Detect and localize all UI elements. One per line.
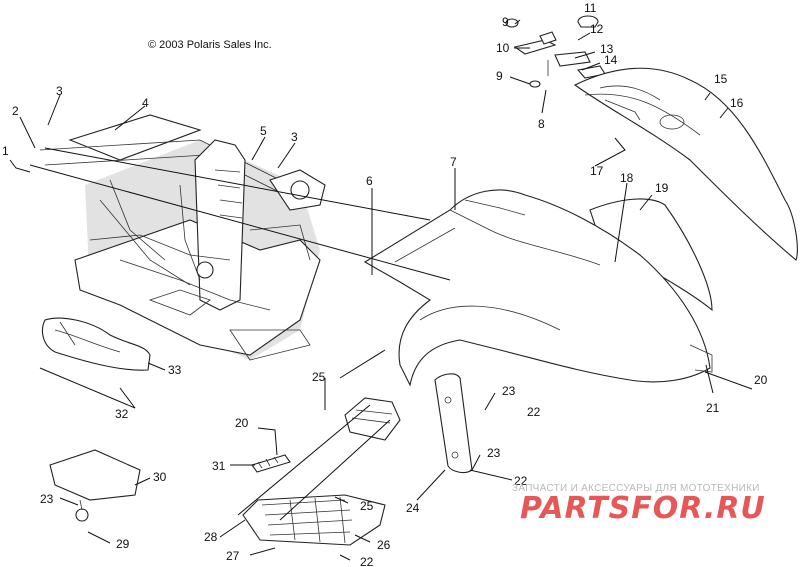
callout-8: 8 xyxy=(538,117,545,131)
callout-22: 22 xyxy=(514,474,528,488)
callout-22: 22 xyxy=(360,555,374,567)
callout-12: 12 xyxy=(590,22,604,36)
callout-21: 21 xyxy=(706,401,720,415)
callout-25: 25 xyxy=(360,499,374,513)
callout-10: 10 xyxy=(496,41,510,55)
footrest-bracket xyxy=(344,397,401,441)
strip-part xyxy=(251,454,291,473)
splash-guard xyxy=(434,373,473,474)
callout-33: 33 xyxy=(168,363,182,377)
callout-2: 2 xyxy=(12,104,19,118)
rack-hardware xyxy=(505,15,606,88)
callout-20: 20 xyxy=(235,416,249,430)
copyright-text: © 2003 Polaris Sales Inc. xyxy=(148,39,272,51)
front-fender xyxy=(573,67,798,261)
watermark-tagline: ЗАПЧАСТИ И АКСЕССУАРЫ ДЛЯ МОТОТЕХНИКИ xyxy=(512,483,760,494)
leader-lines xyxy=(9,19,753,561)
seat-part xyxy=(41,317,151,371)
watermark-brand: PARTSFOR.RU xyxy=(520,491,766,526)
callout-labels: 1 2 3 3 4 5 6 7 8 9 9 10 11 12 13 14 15 … xyxy=(2,1,768,567)
watermark: ЗАПЧАСТИ И АКСЕССУАРЫ ДЛЯ МОТОТЕХНИКИ PA… xyxy=(512,483,766,526)
callout-7: 7 xyxy=(450,155,457,169)
callout-32: 32 xyxy=(115,407,129,421)
footrest xyxy=(242,494,386,546)
callout-29: 29 xyxy=(116,537,130,551)
callout-20: 20 xyxy=(754,373,768,387)
callout-13: 13 xyxy=(600,42,614,56)
callout-16: 16 xyxy=(730,96,744,110)
callout-24: 24 xyxy=(406,501,420,515)
rear-fender xyxy=(363,189,713,387)
callout-19: 19 xyxy=(655,181,669,195)
callout-11: 11 xyxy=(584,1,597,15)
callout-18: 18 xyxy=(620,171,634,185)
callout-22: 22 xyxy=(527,405,541,419)
callout-28: 28 xyxy=(204,530,218,544)
callout-3: 3 xyxy=(291,130,298,144)
callout-9: 9 xyxy=(502,15,509,29)
callout-6: 6 xyxy=(366,174,373,188)
callout-23: 23 xyxy=(487,446,501,460)
skid-plate xyxy=(49,449,141,522)
callout-1: 1 xyxy=(2,144,9,158)
callout-17: 17 xyxy=(590,164,604,178)
callout-5: 5 xyxy=(260,124,267,138)
callout-23: 23 xyxy=(40,492,54,506)
callout-4: 4 xyxy=(142,96,149,110)
frame-assembly xyxy=(39,114,326,361)
callout-25: 25 xyxy=(312,370,326,384)
callout-23: 23 xyxy=(502,384,516,398)
callout-30: 30 xyxy=(153,470,167,484)
callout-27: 27 xyxy=(226,549,240,563)
callout-3: 3 xyxy=(56,84,63,98)
callout-9: 9 xyxy=(496,69,503,83)
callout-14: 14 xyxy=(604,53,618,67)
callout-31: 31 xyxy=(212,459,226,473)
callout-15: 15 xyxy=(714,72,728,86)
callout-26: 26 xyxy=(377,538,391,552)
